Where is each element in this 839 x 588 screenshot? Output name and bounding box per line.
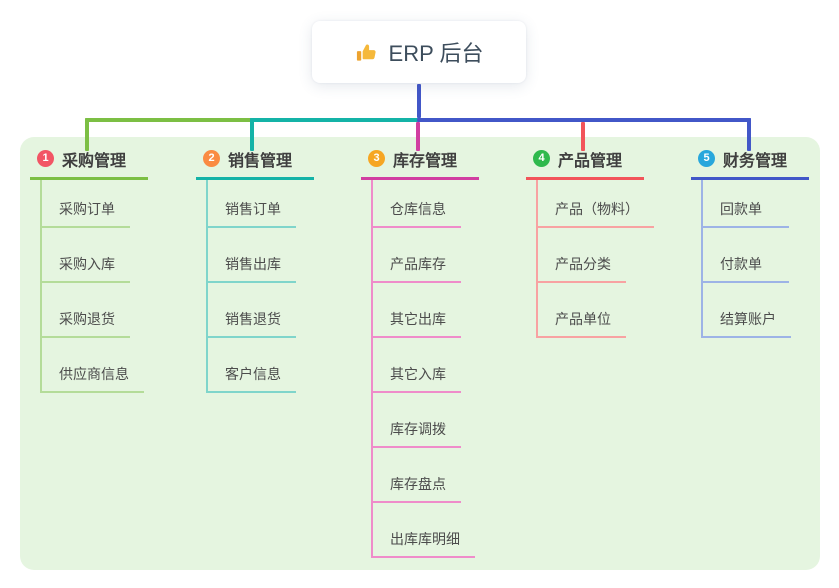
branch-number-badge: 3	[368, 150, 385, 167]
branch-column-3: 3 库存管理仓库信息产品库存其它出库其它入库库存调拨库存盘点出库库明细	[361, 146, 479, 558]
child-node[interactable]: 采购入库	[42, 228, 130, 283]
branch-title: 销售管理	[228, 152, 293, 170]
child-node[interactable]: 销售退货	[208, 283, 296, 338]
drop-branch-2	[250, 118, 254, 151]
child-node[interactable]: 产品库存	[373, 228, 461, 283]
branch-column-2: 2 销售管理销售订单销售出库销售退货客户信息	[196, 146, 314, 393]
root-connector	[417, 84, 421, 118]
drop-branch-5	[747, 118, 751, 151]
thumbs-up-icon	[356, 44, 376, 61]
child-node[interactable]: 产品分类	[538, 228, 626, 283]
child-node[interactable]: 产品（物料）	[538, 180, 654, 228]
branch-number-badge: 5	[698, 150, 715, 167]
branch-header[interactable]: 2 销售管理	[196, 146, 314, 180]
child-node[interactable]: 仓库信息	[373, 180, 461, 228]
child-node[interactable]: 结算账户	[703, 283, 791, 338]
bus-segment-2	[250, 118, 418, 122]
child-node[interactable]: 销售订单	[208, 180, 296, 228]
branch-title: 采购管理	[62, 152, 127, 170]
child-node[interactable]: 库存调拨	[373, 393, 461, 448]
branch-header[interactable]: 5 财务管理	[691, 146, 809, 180]
child-node[interactable]: 采购订单	[42, 180, 130, 228]
branch-header[interactable]: 4 产品管理	[526, 146, 644, 180]
branch-number-badge: 4	[533, 150, 550, 167]
branch-column-4: 4 产品管理产品（物料）产品分类产品单位	[526, 146, 654, 338]
branch-children: 仓库信息产品库存其它出库其它入库库存调拨库存盘点出库库明细	[371, 180, 479, 558]
branch-title: 库存管理	[393, 152, 458, 170]
branch-title: 产品管理	[558, 152, 623, 170]
branch-column-5: 5 财务管理回款单付款单结算账户	[691, 146, 809, 338]
child-node[interactable]: 销售出库	[208, 228, 296, 283]
root-node[interactable]: ERP 后台	[312, 21, 526, 83]
child-node[interactable]: 回款单	[703, 180, 789, 228]
child-node[interactable]: 出库库明细	[373, 503, 475, 558]
branch-column-1: 1 采购管理采购订单采购入库采购退货供应商信息	[30, 146, 148, 393]
branch-number-badge: 1	[37, 150, 54, 167]
branch-header[interactable]: 1 采购管理	[30, 146, 148, 180]
root-title: ERP 后台	[388, 41, 484, 66]
child-node[interactable]: 采购退货	[42, 283, 130, 338]
branch-children: 回款单付款单结算账户	[701, 180, 809, 338]
drop-branch-4	[581, 122, 585, 151]
child-node[interactable]: 付款单	[703, 228, 789, 283]
bus-segment-1	[85, 118, 252, 122]
branch-children: 销售订单销售出库销售退货客户信息	[206, 180, 314, 393]
child-node[interactable]: 供应商信息	[42, 338, 144, 393]
child-node[interactable]: 产品单位	[538, 283, 626, 338]
drop-branch-3	[416, 122, 420, 151]
child-node[interactable]: 客户信息	[208, 338, 296, 393]
branch-number-badge: 2	[203, 150, 220, 167]
child-node[interactable]: 库存盘点	[373, 448, 461, 503]
branch-children: 采购订单采购入库采购退货供应商信息	[40, 180, 148, 393]
branch-children: 产品（物料）产品分类产品单位	[536, 180, 654, 338]
drop-branch-1	[85, 118, 89, 151]
bus-segment-3	[417, 118, 751, 122]
branch-title: 财务管理	[723, 152, 788, 170]
child-node[interactable]: 其它入库	[373, 338, 461, 393]
branch-header[interactable]: 3 库存管理	[361, 146, 479, 180]
branches-panel	[20, 137, 820, 570]
child-node[interactable]: 其它出库	[373, 283, 461, 338]
